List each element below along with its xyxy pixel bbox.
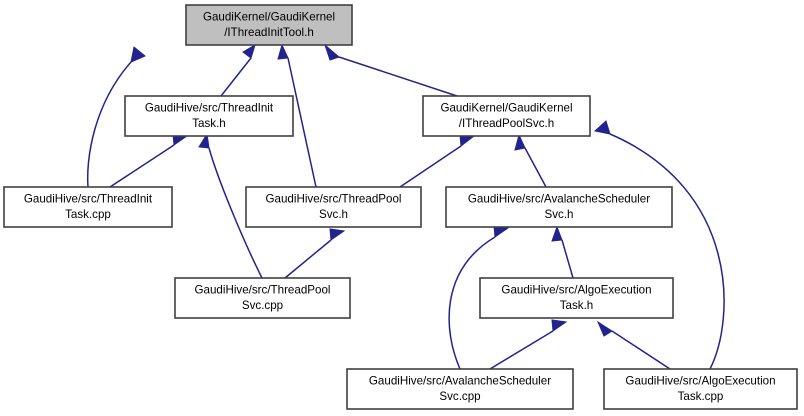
node-label: /IThreadPoolSvc.h [459, 117, 554, 130]
edge-line [524, 147, 547, 188]
graph-node-threadpoolsvc_cpp[interactable]: GaudiHive/src/ThreadPoolSvc.cpp [174, 277, 351, 319]
node-rect[interactable] [185, 4, 353, 46]
dependency-edge [323, 43, 458, 97]
edge-line [609, 133, 725, 370]
graph-node-ithreadinittool[interactable]: GaudiKernel/GaudiKernel/IThreadInitTool.… [185, 4, 353, 46]
dependency-edge [284, 228, 346, 279]
edge-line [287, 57, 317, 188]
node-label: GaudiHive/src/AlgoExecution [501, 283, 651, 296]
dependency-edge [399, 134, 476, 188]
dependency-edge [198, 132, 263, 279]
edge-line [220, 57, 252, 97]
node-label: /IThreadInitTool.h [224, 26, 314, 39]
arrowhead-icon [130, 46, 146, 63]
dependency-edge [596, 320, 671, 370]
node-label: Svc.h [545, 208, 574, 221]
node-label: GaudiHive/src/AvalancheScheduler [369, 374, 551, 387]
nodes-layer: GaudiKernel/GaudiKernel/IThreadInitTool.… [3, 4, 798, 410]
arrowhead-icon [551, 319, 568, 332]
graph-node-ithreadpoolsvc[interactable]: GaudiKernel/GaudiKernel/IThreadPoolSvc.h [422, 95, 591, 137]
node-label: GaudiKernel/GaudiKernel [203, 10, 335, 23]
edge-line [489, 330, 554, 370]
node-label: Svc.cpp [242, 299, 283, 312]
node-rect[interactable] [603, 368, 798, 410]
dependency-edge [86, 46, 146, 188]
node-label: GaudiKernel/GaudiKernel [440, 101, 572, 114]
dependency-edge [109, 133, 189, 188]
arrowhead-icon [514, 133, 526, 151]
arrowhead-icon [593, 120, 611, 135]
node-rect[interactable] [3, 186, 173, 228]
node-label: Svc.cpp [439, 390, 480, 403]
graph-node-threadpoolsvc_h[interactable]: GaudiHive/src/ThreadPoolSvc.h [245, 186, 422, 228]
node-rect[interactable] [445, 186, 673, 228]
node-label: Task.h [192, 117, 226, 130]
arrowhead-icon [277, 43, 289, 60]
node-label: GaudiHive/src/ThreadPool [266, 192, 402, 205]
arrowhead-icon [551, 225, 563, 242]
node-rect[interactable] [422, 95, 591, 137]
dependency-edge [514, 133, 547, 188]
node-label: GaudiHive/src/AlgoExecution [625, 374, 775, 387]
node-label: GaudiHive/src/AvalancheScheduler [468, 192, 650, 205]
arrowhead-icon [323, 43, 340, 61]
node-rect[interactable] [174, 277, 351, 319]
node-rect[interactable] [346, 368, 574, 410]
node-label: Task.cpp [678, 390, 724, 403]
node-label: Task.h [560, 299, 594, 312]
node-label: GaudiHive/src/ThreadInit [145, 101, 274, 114]
edge-line [284, 239, 332, 279]
node-label: Task.cpp [65, 208, 111, 221]
dependency-edge [593, 120, 725, 370]
dependency-edge [277, 43, 317, 188]
node-label: GaudiHive/src/ThreadPool [195, 283, 331, 296]
dependency-edge [551, 225, 574, 279]
dependency-edge [220, 43, 256, 97]
node-rect[interactable] [479, 277, 674, 319]
edge-line [399, 145, 462, 188]
edge-line [109, 144, 175, 188]
node-label: Svc.h [319, 208, 348, 221]
edge-line [611, 330, 671, 370]
edge-line [208, 147, 263, 279]
arrowhead-icon [329, 228, 346, 241]
edge-line [86, 61, 132, 188]
arrowhead-icon [242, 43, 256, 59]
edge-line [561, 239, 574, 279]
arrowhead-icon [198, 132, 210, 149]
node-label: GaudiHive/src/ThreadInit [24, 192, 153, 205]
node-rect[interactable] [124, 95, 294, 137]
dependency-edge [489, 319, 568, 370]
arrowhead-icon [596, 320, 613, 337]
edge-line [338, 56, 458, 97]
node-rect[interactable] [245, 186, 422, 228]
edge-line [448, 236, 496, 370]
